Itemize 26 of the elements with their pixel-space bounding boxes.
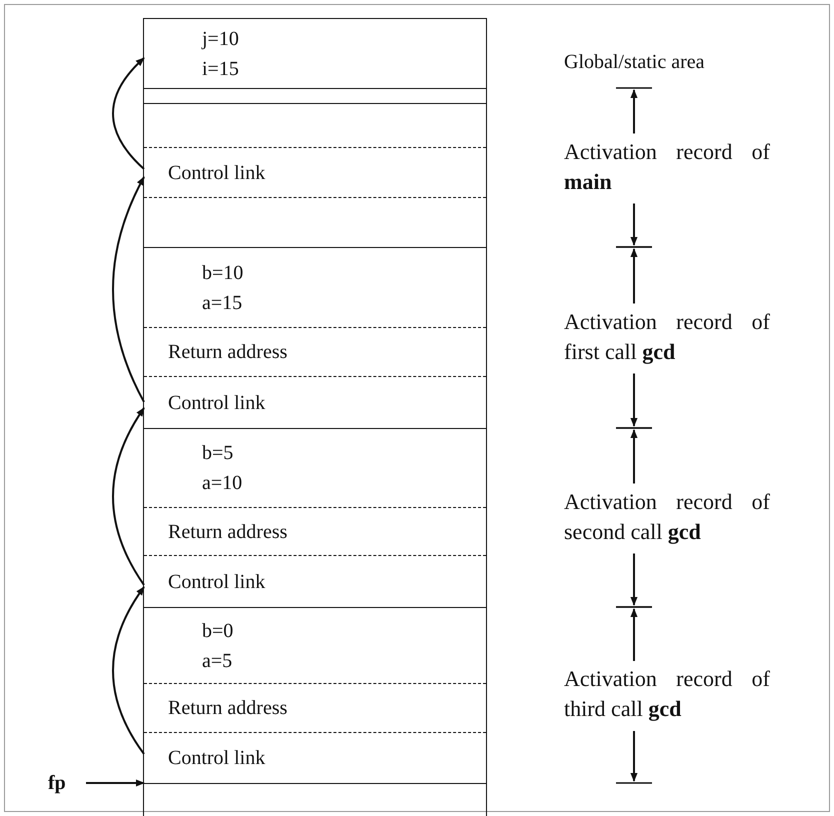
region-label: Activation record of second call gcd — [564, 488, 770, 546]
control-link-arrow — [112, 57, 145, 170]
control-link-arrow — [112, 586, 145, 755]
variable-value: i=15 — [202, 56, 239, 82]
variable-value: a=5 — [202, 648, 232, 674]
region-label: Global/static area — [564, 50, 704, 74]
control-link-arrow — [112, 407, 145, 586]
pointer-arrow — [86, 779, 145, 787]
field-label: Control link — [168, 570, 266, 594]
region-label: Activation record of main — [564, 138, 770, 196]
field-label: Return address — [168, 520, 288, 544]
variable-value: b=0 — [202, 618, 234, 644]
field-label: Control link — [168, 160, 266, 184]
variable-value: b=10 — [202, 260, 244, 286]
variable-value: j=10 — [202, 26, 239, 52]
variable-value: a=10 — [202, 471, 242, 496]
field-label: Return address — [168, 696, 288, 720]
control-link-arrow — [112, 176, 145, 402]
variable-value: b=5 — [202, 441, 234, 466]
variable-value: a=15 — [202, 290, 242, 316]
pointer-label: fp — [48, 769, 66, 797]
region-label: Activation record of third call gcd — [564, 665, 770, 723]
field-label: Return address — [168, 340, 288, 364]
region-label: Activation record of first call gcd — [564, 308, 770, 366]
field-label: Control link — [168, 746, 266, 770]
field-label: Control link — [168, 390, 266, 414]
